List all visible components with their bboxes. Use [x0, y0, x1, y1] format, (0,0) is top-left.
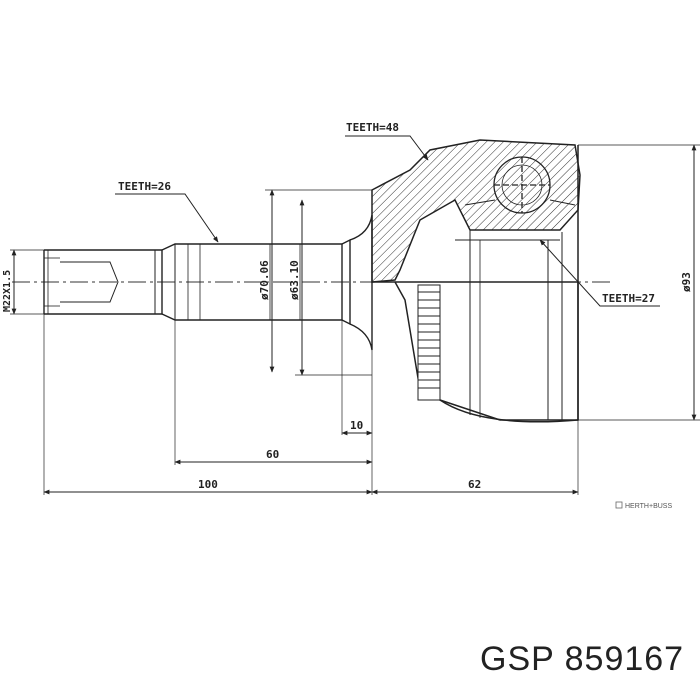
svg-text:HERTH+BUSS: HERTH+BUSS	[625, 503, 672, 510]
part-number: 859167	[564, 640, 685, 678]
diameter-70-label: ø70.06	[258, 260, 271, 300]
thread-label: M22X1.5	[2, 270, 13, 312]
brand-name: GSP	[480, 640, 555, 678]
teeth-27-label: TEETH=27	[602, 292, 655, 305]
bell-housing	[371, 139, 581, 423]
abs-tone-ring	[417, 284, 441, 401]
leader-teeth-27	[539, 239, 660, 307]
part-caption: GSP 859167	[480, 640, 684, 679]
diameter-93-label: ø93	[680, 272, 693, 292]
dim-100-label: 100	[198, 478, 218, 491]
teeth-48-label: TEETH=48	[346, 121, 399, 134]
dim-62-label: 62	[468, 478, 481, 491]
threaded-end	[43, 249, 163, 315]
leader-teeth-48	[345, 135, 429, 161]
dim-60-label: 60	[266, 448, 279, 461]
diameter-63-label: ø63.10	[288, 260, 301, 300]
ball-cage	[464, 156, 576, 214]
herth-buss-logo: HERTH+BUSS	[615, 501, 672, 510]
dim-10-label: 10	[350, 419, 363, 432]
teeth-26-label: TEETH=26	[118, 180, 171, 193]
leader-teeth-26	[115, 193, 219, 243]
